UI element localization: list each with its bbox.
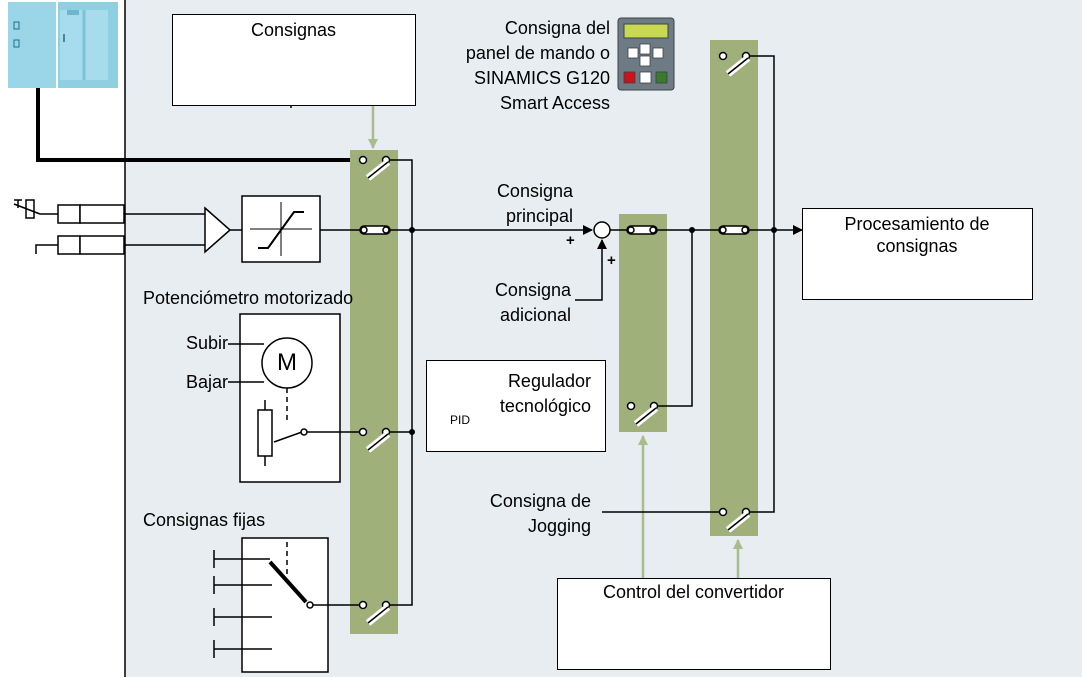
selector-bar-2 (619, 214, 667, 432)
switch-main-out (718, 225, 750, 235)
analog-input-2 (35, 235, 205, 255)
operator-panel-label-3: SINAMICS G120 (473, 68, 610, 88)
converter-control-box: Control del convertidor (557, 578, 831, 670)
plus-sign-additional: + (607, 252, 616, 269)
fixed-setpoints-block (213, 537, 360, 673)
processing-box-title-1: Procesamiento de (844, 214, 990, 234)
motor-pot-block (228, 313, 360, 483)
motor-pot-title: Potenciómetro motorizado (143, 288, 354, 308)
analog-input-1 (40, 204, 205, 224)
selector-bar-3 (710, 40, 758, 536)
amplifier-icon (204, 206, 232, 254)
switch-plc (358, 155, 391, 181)
operator-panel-label-2: panel de mando o (465, 43, 610, 63)
jog-label-2: Jogging (527, 516, 591, 536)
switch-main-sum (626, 225, 658, 235)
motor-letter: M (277, 349, 297, 376)
processing-box-title-2: consignas (876, 236, 958, 256)
main-setpoint-label-1: Consigna (496, 181, 573, 201)
operator-panel-icon (617, 17, 675, 91)
tech-controller-label-1: Regulador (507, 371, 591, 391)
switch-mop (358, 427, 391, 453)
operator-panel-label-1: Consigna del (504, 18, 610, 38)
additional-setpoint-label-2: adicional (499, 305, 571, 325)
switch-jog (718, 507, 751, 533)
converter-control-title: Control del convertidor (602, 582, 785, 602)
pid-label: PID (450, 413, 471, 427)
setpoints-box: Consignas (172, 14, 416, 106)
processing-box: Procesamiento de consignas (802, 208, 1033, 300)
summing-junction (593, 221, 611, 239)
main-setpoint-label-2: principal (505, 206, 573, 226)
switch-op-panel (718, 51, 751, 77)
plus-sign-main: + (566, 232, 575, 249)
tech-controller-box: Regulador tecnológico (426, 360, 606, 452)
limiter-icon (241, 195, 321, 263)
setpoints-box-title: Consignas (250, 20, 337, 40)
plc-icon (8, 2, 118, 88)
switch-analog (359, 225, 391, 235)
jog-label-1: Consigna de (489, 491, 591, 511)
selector-bar-1 (350, 150, 398, 634)
tech-controller-label-2: tecnológico (499, 396, 591, 416)
operator-panel-label-4: Smart Access (499, 93, 610, 113)
lower-label: Bajar (185, 372, 228, 392)
additional-setpoint-label-1: Consigna (494, 280, 571, 300)
potentiometer-icon (13, 199, 41, 219)
switch-pid (626, 401, 659, 427)
fixed-setpoints-title: Consignas fijas (143, 510, 266, 530)
raise-label: Subir (185, 333, 228, 353)
